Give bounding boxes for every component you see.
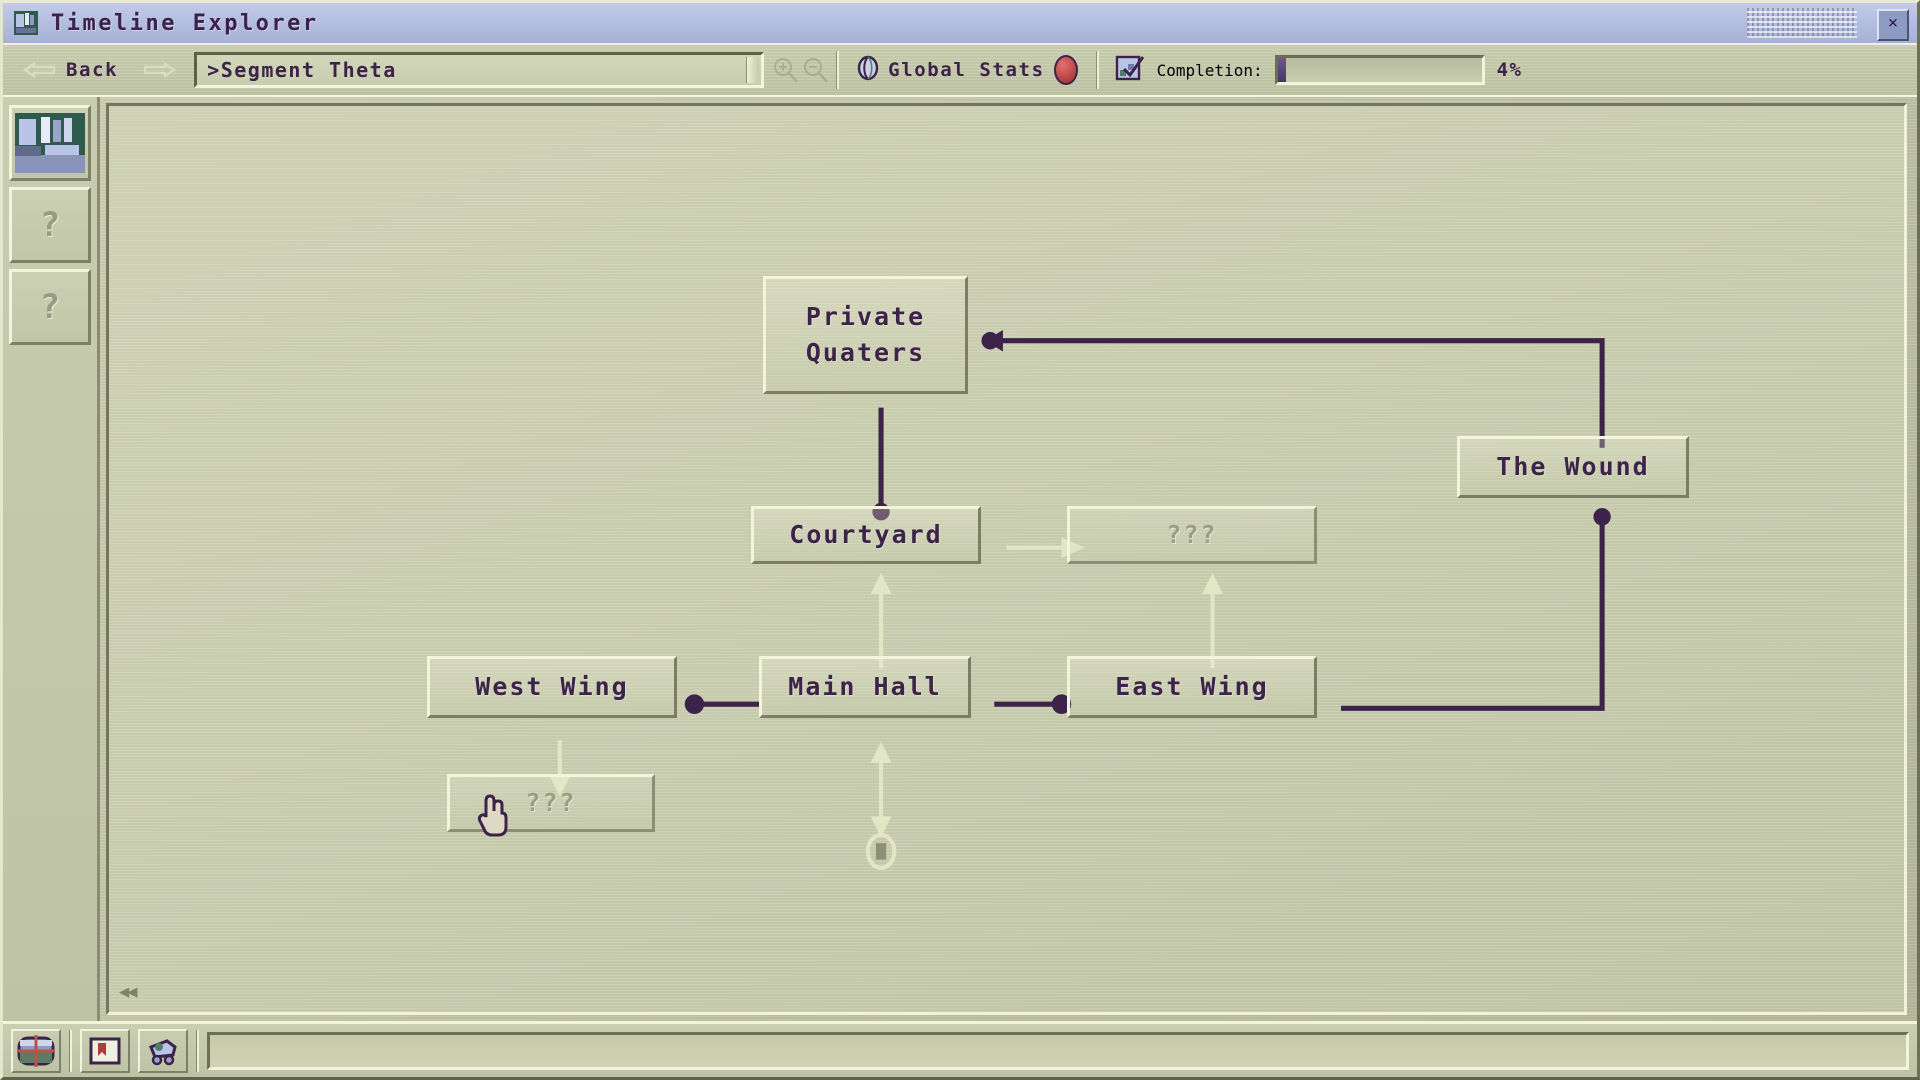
window-title: Timeline Explorer [51, 10, 319, 36]
node-label-line-2: Quaters [805, 338, 926, 367]
address-scrollbar[interactable] [746, 57, 760, 83]
graph-canvas-frame: Private Quaters Courtyard ??? The Wound … [106, 103, 1907, 1015]
map-globe-button[interactable] [11, 1028, 61, 1073]
address-bar[interactable]: >Segment Theta [194, 52, 765, 88]
title-bar: Timeline Explorer × [3, 3, 1917, 45]
sidebar-item-label: ? [39, 287, 61, 327]
status-bar [3, 1021, 1917, 1077]
map-globe-icon [17, 1034, 55, 1067]
completion-progress-fill [1277, 58, 1286, 82]
inventory-icon [149, 1038, 177, 1065]
node-label: Main Hall [788, 671, 942, 701]
scroll-left-indicator[interactable]: ◀◀ [119, 982, 138, 1002]
inventory-button[interactable] [138, 1028, 188, 1073]
node-label: West Wing [475, 671, 629, 701]
node-the-wound[interactable]: The Wound [1457, 436, 1689, 498]
node-label: ??? [1166, 519, 1218, 549]
completion-progress-bar [1274, 55, 1485, 85]
zoom-out-icon[interactable] [800, 55, 830, 85]
sidebar-item-label: ? [39, 205, 61, 245]
node-label: Courtyard [789, 519, 943, 549]
global-stats-label: Global Stats [888, 59, 1045, 81]
sidebar-item-thumbnail-preview[interactable] [9, 105, 91, 181]
globe-icon [857, 55, 879, 86]
checklist-icon [1115, 54, 1145, 86]
global-stats-button[interactable]: Global Stats [845, 51, 1089, 90]
arrow-left-icon [22, 60, 57, 80]
address-input[interactable]: >Segment Theta [207, 58, 397, 82]
node-label: ??? [525, 787, 577, 817]
toolbar-divider [836, 51, 840, 89]
node-private-quaters[interactable]: Private Quaters [763, 276, 968, 394]
red-status-dot [1053, 55, 1078, 85]
toolbar-divider-2 [1095, 51, 1099, 89]
node-unknown-bottom[interactable]: ??? [447, 774, 655, 832]
status-divider [69, 1029, 72, 1072]
journal-icon [89, 1037, 121, 1064]
window-body: ? ? [3, 97, 1917, 1021]
window-drag-grip[interactable] [1747, 8, 1857, 38]
node-label: East Wing [1115, 671, 1269, 701]
node-label-line-1: Private [805, 301, 926, 331]
journal-button[interactable] [80, 1028, 130, 1073]
close-icon[interactable]: × [1877, 9, 1909, 41]
sidebar: ? ? [3, 97, 100, 1021]
completion-group: Completion: 4% [1105, 54, 1523, 86]
node-west-wing[interactable]: West Wing [427, 656, 677, 718]
back-button[interactable]: Back [11, 55, 130, 85]
toolbar: Back >Segment Theta [3, 45, 1917, 97]
graph-canvas[interactable]: Private Quaters Courtyard ??? The Wound … [109, 106, 1904, 1012]
status-message-field[interactable] [207, 1031, 1909, 1070]
status-divider-2 [196, 1029, 199, 1072]
completion-label: Completion: [1156, 60, 1263, 80]
node-courtyard[interactable]: Courtyard [751, 506, 981, 564]
node-label: The Wound [1496, 451, 1650, 481]
window-app-icon [13, 10, 39, 36]
sidebar-item-unknown-slot-2[interactable]: ? [9, 269, 91, 345]
completion-percent-label: 4% [1496, 59, 1523, 81]
lock-icon [865, 832, 897, 870]
node-unknown-right[interactable]: ??? [1067, 506, 1317, 564]
back-label: Back [66, 59, 119, 81]
sidebar-item-unknown-slot-1[interactable]: ? [9, 187, 91, 263]
arrow-right-icon [142, 60, 177, 80]
connection-edges [549, 330, 1611, 870]
zoom-in-icon[interactable] [770, 55, 800, 85]
node-main-hall[interactable]: Main Hall [759, 656, 971, 718]
node-east-wing[interactable]: East Wing [1067, 656, 1317, 718]
forward-button[interactable] [130, 56, 188, 84]
location-thumbnail-icon [15, 113, 85, 173]
